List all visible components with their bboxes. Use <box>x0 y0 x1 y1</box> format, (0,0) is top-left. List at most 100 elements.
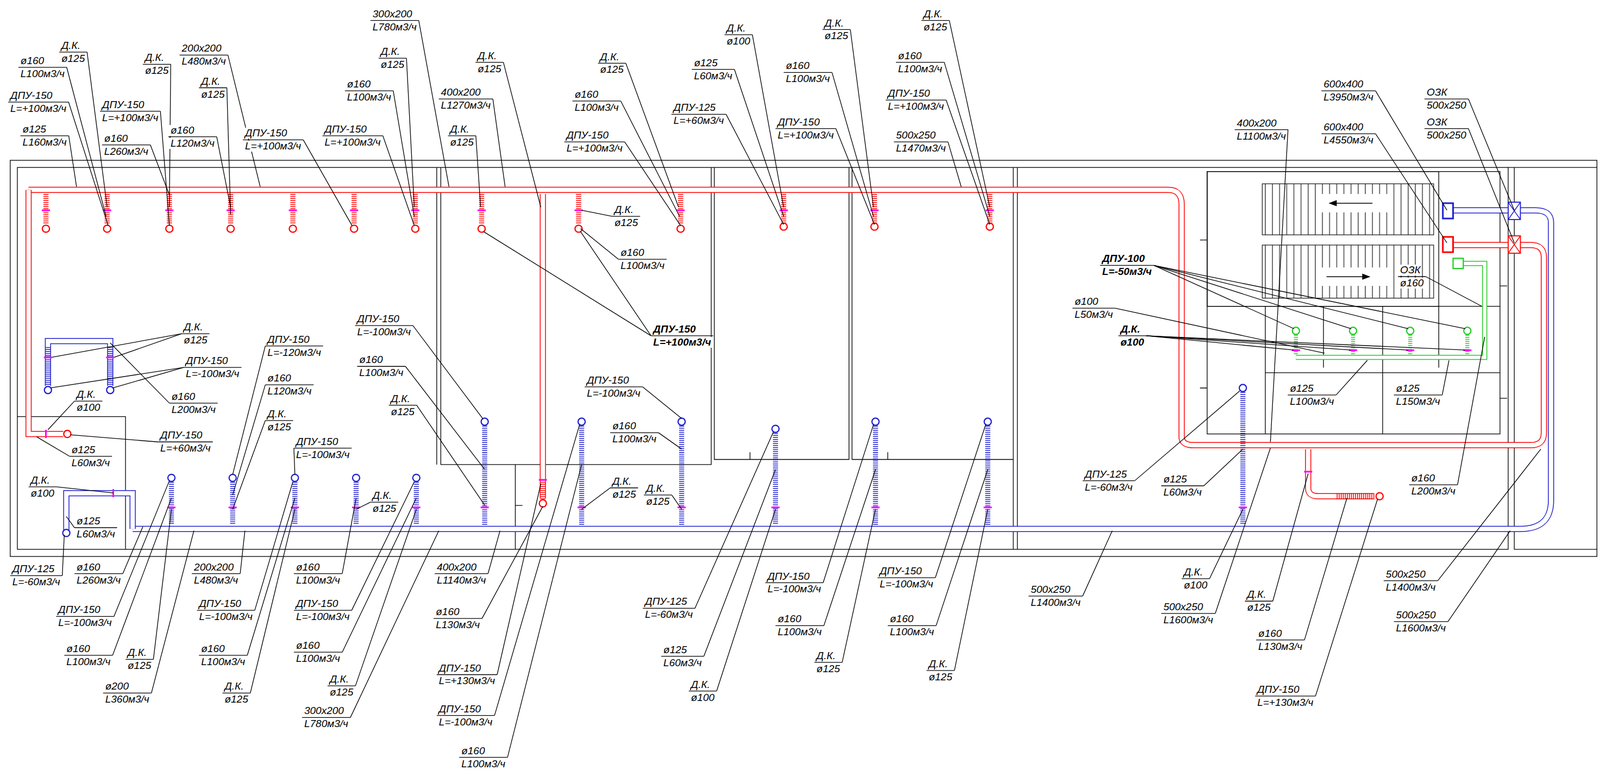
callout-underline <box>436 674 498 675</box>
callout-text: Д.К. <box>328 673 350 685</box>
leader-line <box>716 509 776 691</box>
callout-text: ø160 <box>784 60 811 72</box>
leader-line <box>66 67 107 217</box>
leader-line <box>228 54 261 187</box>
callout-underline <box>448 135 476 136</box>
callout-underline <box>322 135 384 136</box>
callout-text: L360м3/ч <box>104 693 151 705</box>
damper-marks <box>41 210 1472 508</box>
callout-text: Д.К. <box>823 17 845 29</box>
callout-underline <box>181 333 210 335</box>
callout-underline <box>196 610 255 611</box>
callout-underline <box>191 573 241 574</box>
callout-text: 500x250 <box>1029 584 1072 595</box>
callout-text: Д.К. <box>922 8 944 20</box>
callout-text: ДПУ-150 <box>295 436 340 448</box>
callout-text: 500x250 <box>1425 99 1468 111</box>
callout-text: L60м3/ч <box>70 457 111 469</box>
callout-underline <box>1287 394 1336 395</box>
callout-text: ø125 <box>143 65 170 77</box>
callout-text: ø160 <box>346 78 372 90</box>
leader-line <box>227 88 231 215</box>
leader-line <box>232 346 266 475</box>
callout-underline <box>564 141 625 142</box>
callout-text: L=+100м3/ч <box>651 336 712 348</box>
callout-text: ДПУ-150 <box>323 123 368 135</box>
callout-text: ø125 <box>611 488 637 500</box>
leader-line <box>405 366 485 470</box>
callout-underline <box>265 345 323 347</box>
callout-text: ø100 <box>725 35 752 47</box>
callout-text: L150м3/ч <box>1395 396 1442 407</box>
callout-text: L=-100м3/ч <box>437 716 494 728</box>
callout-text: ø160 <box>65 643 91 655</box>
callout-text: L=-60м3/ч <box>643 609 694 620</box>
callout-text: Д.К. <box>379 46 401 58</box>
callout-underline <box>222 692 250 694</box>
callout-text: ø160 <box>460 745 486 757</box>
callout-underline <box>69 455 112 457</box>
callout-text: ДПУ-125 <box>1083 468 1128 480</box>
callout-underline <box>775 128 836 129</box>
callout-underline <box>183 366 242 368</box>
callout-underline <box>1256 639 1305 640</box>
callout-underline <box>102 144 151 146</box>
callout-underline <box>242 139 304 141</box>
callout-underline <box>1409 484 1458 485</box>
callout-text: ø125 <box>379 59 406 71</box>
callout-text: Д.К. <box>689 679 712 690</box>
callout-text: L=+100м3/ч <box>565 142 624 154</box>
callout-text: ø160 <box>199 643 226 655</box>
callout-underline <box>1424 98 1469 100</box>
leader-line <box>1270 129 1288 443</box>
callout-underline <box>610 432 659 434</box>
leader-line <box>250 509 296 693</box>
callout-underline <box>18 66 67 68</box>
callout-underline <box>179 54 229 56</box>
callout-text: L100м3/ч <box>199 656 247 668</box>
callout-text: Д.К. <box>476 50 498 62</box>
callout-underline <box>378 57 407 59</box>
leader-line <box>342 498 357 574</box>
callout-underline <box>356 366 406 367</box>
callout-text: L100м3/ч <box>896 63 944 75</box>
leader-line <box>1468 98 1515 211</box>
callout-underline <box>74 573 123 574</box>
leader-line <box>1215 448 1271 614</box>
callout-text: ø100 <box>75 402 102 413</box>
callout-text: Д.К. <box>390 393 412 405</box>
callout-text: ø125 <box>70 444 97 456</box>
callout-underline <box>724 34 753 35</box>
callout-underline <box>822 29 851 30</box>
callout-text: L=+100м3/ч <box>101 112 160 124</box>
leader-line <box>110 342 170 404</box>
callout-underline <box>643 494 672 495</box>
callout-text: L=-100м3/ч <box>197 611 254 623</box>
callout-text: ø100 <box>689 692 716 704</box>
callout-text: ДПУ-125 <box>11 563 56 575</box>
callout-text: L130м3/ч <box>434 619 481 631</box>
leader-line <box>393 90 415 217</box>
callout-text: 400x200 <box>435 561 478 573</box>
leader-line <box>1457 336 1485 485</box>
callout-text: L=-100м3/ч <box>295 449 351 461</box>
leader-line <box>153 509 172 660</box>
callout-text: ДПУ-150 <box>878 565 923 577</box>
leader-line <box>240 530 246 574</box>
leader-line <box>1153 265 1352 329</box>
callout-underline <box>921 20 950 21</box>
callout-text: Д.К. <box>75 388 97 400</box>
callout-underline <box>8 101 69 103</box>
callout-text: L=-100м3/ч <box>878 578 934 590</box>
leader-line <box>658 432 682 449</box>
leader-line <box>383 135 415 226</box>
callout-underline <box>650 335 713 336</box>
callout-text: ø160 <box>1257 628 1283 639</box>
callout-text: ø125 <box>371 503 398 514</box>
callout-underline <box>691 68 734 70</box>
callout-underline <box>265 419 293 421</box>
callout-underline <box>1082 480 1135 481</box>
callout-underline <box>887 625 937 626</box>
leader-line <box>232 384 266 495</box>
callout-text: ø125 <box>1288 383 1315 394</box>
